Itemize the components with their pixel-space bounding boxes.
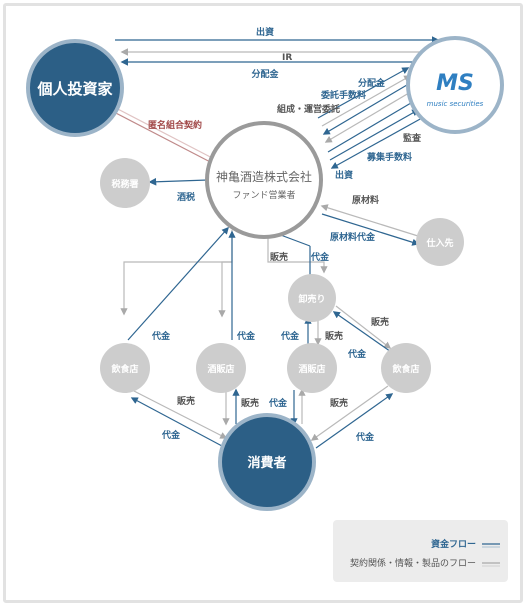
tax-flow	[148, 177, 209, 186]
hub-ms-flows	[317, 67, 423, 169]
legend-info-label: 契約関係・情報・製品のフロー	[350, 557, 476, 569]
legend-money-label: 資金フロー	[431, 538, 476, 550]
label-itaku: 委託手数料	[320, 89, 366, 101]
label-daikin-c-right: 代金	[355, 431, 375, 443]
node-liquor-right: 酒販店	[287, 343, 337, 393]
label-daikin-w-left: 代金	[280, 330, 300, 342]
label-hanbai-c-left: 販売	[177, 395, 195, 407]
hub-subtitle: ファンド営業者	[232, 189, 295, 201]
label-genzairyo: 原材料	[352, 194, 379, 206]
investor-ms-flows	[115, 36, 440, 66]
label-shusshi-top: 出資	[256, 26, 274, 38]
ms-name: music securities	[427, 100, 484, 108]
label-daikin-rl: 代金	[151, 330, 171, 342]
edge-labels: 出資 IR 分配金 匿名組合契約 分配金 委託手数料 組成・運営委託 監査 募集…	[148, 26, 422, 443]
hub-title: 神亀酒造株式会社	[216, 169, 312, 184]
label-kumisei: 組成・運営委託	[277, 103, 340, 115]
node-supplier: 仕入先	[416, 218, 464, 266]
node-investor: 個人投資家	[26, 39, 124, 137]
svg-text:酒販店: 酒販店	[207, 363, 234, 375]
consumer-flows	[130, 385, 394, 449]
svg-text:飲食店: 飲食店	[110, 363, 138, 375]
investor-label: 個人投資家	[36, 80, 112, 98]
label-shuzei: 酒税	[177, 191, 195, 203]
label-hanbai-c-right: 販売	[330, 397, 348, 409]
node-tax-office: 税務署	[100, 158, 150, 208]
label-daikin-c-left: 代金	[161, 429, 181, 441]
label-bunpai-top: 分配金	[251, 68, 279, 80]
label-shusshi-right: 出資	[335, 169, 353, 181]
label-daikin-w-right: 代金	[347, 348, 367, 360]
supplier-flows	[320, 204, 420, 246]
svg-text:卸売り: 卸売り	[298, 293, 325, 305]
svg-text:消費者: 消費者	[247, 455, 286, 471]
label-daikin-ll: 代金	[236, 330, 256, 342]
label-genzairyo-daikin: 原材料代金	[330, 231, 376, 243]
label-hanbai-w-mid: 販売	[325, 330, 343, 342]
svg-text:飲食店: 飲食店	[391, 363, 419, 375]
svg-text:税務署: 税務署	[111, 178, 138, 190]
node-wholesale: 卸売り	[288, 274, 336, 322]
label-hanbai-hub: 販売	[270, 251, 288, 263]
node-restaurant-left: 飲食店	[100, 343, 150, 393]
label-bunpai-right: 分配金	[358, 77, 386, 89]
label-hanbai-w-right: 販売	[371, 316, 389, 328]
label-hanbai-c-mid: 販売	[241, 397, 259, 409]
label-kansa: 監査	[403, 132, 422, 144]
contract-flow	[109, 105, 221, 167]
legend: 資金フロー 契約関係・情報・製品のフロー	[333, 520, 508, 582]
label-daikin-hub: 代金	[310, 251, 330, 263]
node-consumer: 消費者	[218, 413, 316, 511]
svg-text:酒販店: 酒販店	[298, 363, 325, 375]
distribution-flows	[120, 226, 395, 355]
label-boshu: 募集手数料	[366, 151, 412, 163]
node-hub: 神亀酒造株式会社 ファンド営業者	[205, 121, 323, 239]
ms-logo: MS	[436, 71, 474, 96]
label-daikin-c-mid: 代金	[268, 397, 288, 409]
node-music-securities: MS music securities	[406, 36, 504, 134]
label-ir: IR	[282, 53, 292, 63]
label-tokumei: 匿名組合契約	[148, 119, 202, 131]
node-restaurant-right: 飲食店	[381, 343, 431, 393]
node-liquor-left: 酒販店	[196, 343, 246, 393]
svg-text:仕入先: 仕入先	[425, 237, 453, 249]
